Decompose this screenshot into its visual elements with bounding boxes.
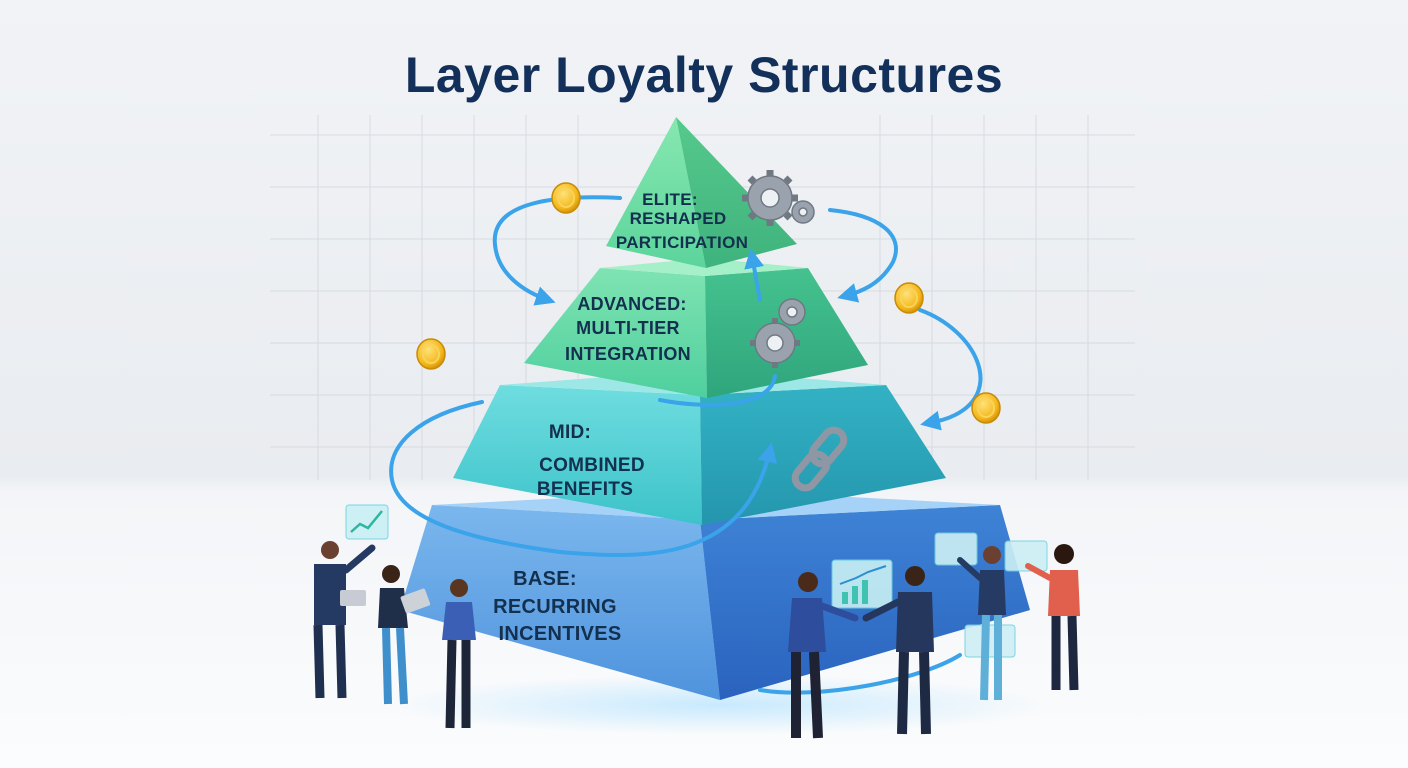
tier-label-mid: MID: COMBINED BENEFITS: [537, 422, 645, 500]
tier-mid-line-1: MID:: [549, 422, 591, 443]
person-figure: [442, 579, 476, 729]
flow-arrow: [918, 308, 983, 431]
tier-elite: [606, 117, 797, 268]
tier-advanced-line-3: INTEGRATION: [565, 344, 691, 364]
tier-mid-line-3: BENEFITS: [537, 479, 633, 500]
tier-elite-line-1: ELITE:: [642, 190, 698, 209]
growth-chart-screen-icon: [345, 504, 389, 540]
person-figure: [378, 565, 431, 705]
floor-glow: [390, 675, 1050, 735]
person-figure: [862, 566, 934, 735]
gears-icon-advanced: [750, 298, 806, 368]
tier-elite-line-2: RESHAPED: [630, 209, 727, 228]
coin-icon: [416, 338, 446, 370]
tier-base-line-3: INCENTIVES: [498, 623, 621, 645]
tier-label-advanced: ADVANCED: MULTI-TIER INTEGRATION: [565, 294, 691, 364]
flow-arrow: [658, 374, 777, 407]
gears-icon: [742, 170, 815, 226]
person-figure: [957, 546, 1006, 701]
card-screen-icon: [934, 532, 1048, 658]
growth-chart-screen-icon: [831, 559, 893, 609]
coin-icon: [894, 282, 924, 314]
coin-icon: [551, 182, 581, 214]
tier-label-elite: ELITE: RESHAPED PARTICIPATION: [616, 190, 748, 252]
flow-arrow: [828, 208, 898, 303]
tier-mid-line-2: COMBINED: [539, 455, 645, 476]
tier-label-base: BASE: RECURRING INCENTIVES: [493, 568, 621, 645]
tier-base-line-1: BASE:: [513, 568, 577, 590]
flow-arrow: [758, 653, 962, 695]
page-title: Layer Loyalty Structures: [404, 47, 1004, 103]
tier-base-line-2: RECURRING: [493, 596, 617, 618]
person-figure: [1025, 544, 1080, 691]
person-figure: [788, 572, 859, 739]
coin-icon: [971, 392, 1001, 424]
tier-elite-line-3: PARTICIPATION: [616, 233, 748, 252]
tier-advanced-line-1: ADVANCED:: [577, 294, 686, 314]
tier-advanced-line-2: MULTI-TIER: [576, 318, 680, 338]
chain-link-icon: [791, 426, 848, 492]
person-figure: [313, 541, 376, 699]
flow-arrow: [389, 400, 778, 558]
flow-arrow: [744, 248, 764, 302]
